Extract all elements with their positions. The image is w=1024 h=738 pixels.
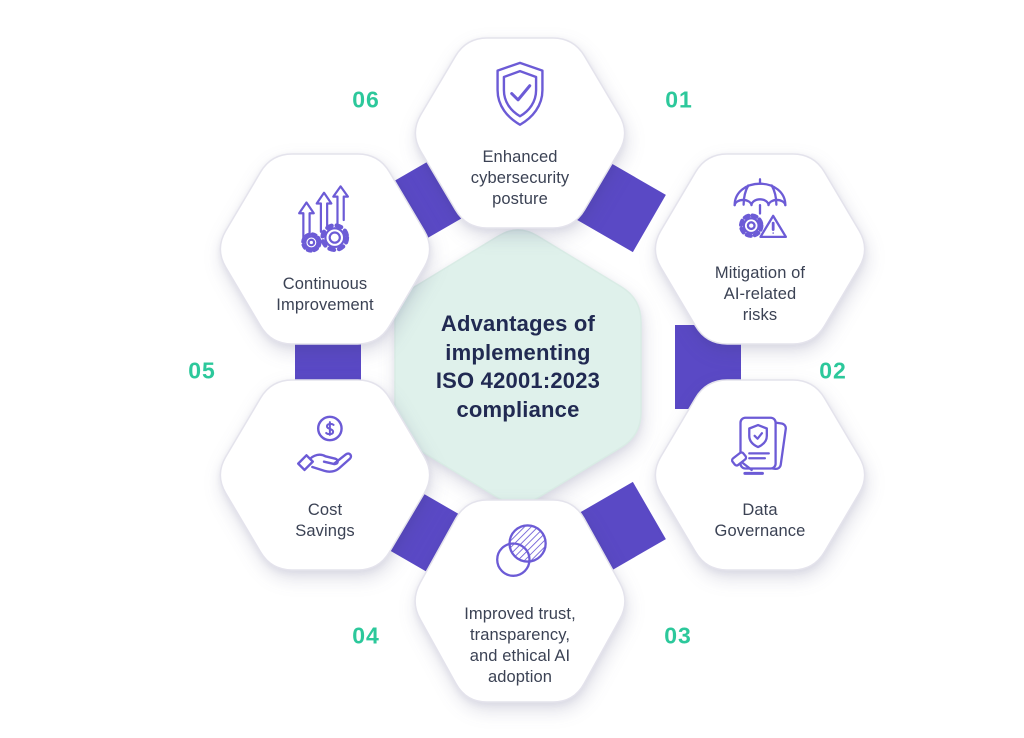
umbrella-gear-risk-icon — [721, 172, 799, 250]
hex-enhanced-cybersecurity: Enhanced cybersecurity posture — [408, 36, 632, 230]
hex-label: Mitigation of AI-related risks — [714, 264, 806, 324]
growth-arrows-gears-icon — [286, 183, 364, 261]
hexagon-shape — [654, 153, 866, 345]
step-number-06: 06 — [352, 86, 380, 113]
hexagon-shape — [414, 499, 626, 703]
center-title: Advantages of implementing ISO 42001:202… — [435, 311, 601, 422]
step-number-05: 05 — [188, 357, 216, 384]
hexagon-shape — [219, 379, 431, 571]
venn-circles-icon — [482, 515, 558, 591]
hex-continuous-improvement: Continuous Improvement — [213, 152, 437, 346]
hex-label: Continuous Improvement — [276, 274, 374, 314]
shield-check-icon — [481, 56, 559, 134]
hex-cost-savings: Cost Savings — [213, 378, 437, 572]
hex-label: Data Governance — [714, 500, 806, 540]
hex-label: Enhanced cybersecurity posture — [470, 148, 570, 208]
document-shield-gavel-icon — [721, 409, 799, 487]
hexagon-shape — [219, 153, 431, 345]
step-number-03: 03 — [664, 622, 692, 649]
step-number-04: 04 — [352, 622, 380, 649]
step-number-01: 01 — [665, 86, 693, 113]
center-hexagon: Advantages of implementing ISO 42001:202… — [393, 222, 643, 512]
hex-ai-risk-mitigation: Mitigation of AI-related risks — [648, 152, 872, 346]
hexagon-shape — [414, 37, 626, 229]
hex-data-governance: Data Governance — [648, 378, 872, 572]
hex-label: Improved trust, transparency, and ethica… — [464, 604, 576, 686]
hex-label: Cost Savings — [295, 500, 355, 540]
step-number-02: 02 — [819, 357, 847, 384]
hand-coin-icon — [286, 409, 364, 487]
center-hexagon-shape — [394, 229, 642, 505]
hexagon-shape — [654, 379, 866, 571]
hex-trust-transparency: Improved trust, transparency, and ethica… — [408, 498, 632, 704]
